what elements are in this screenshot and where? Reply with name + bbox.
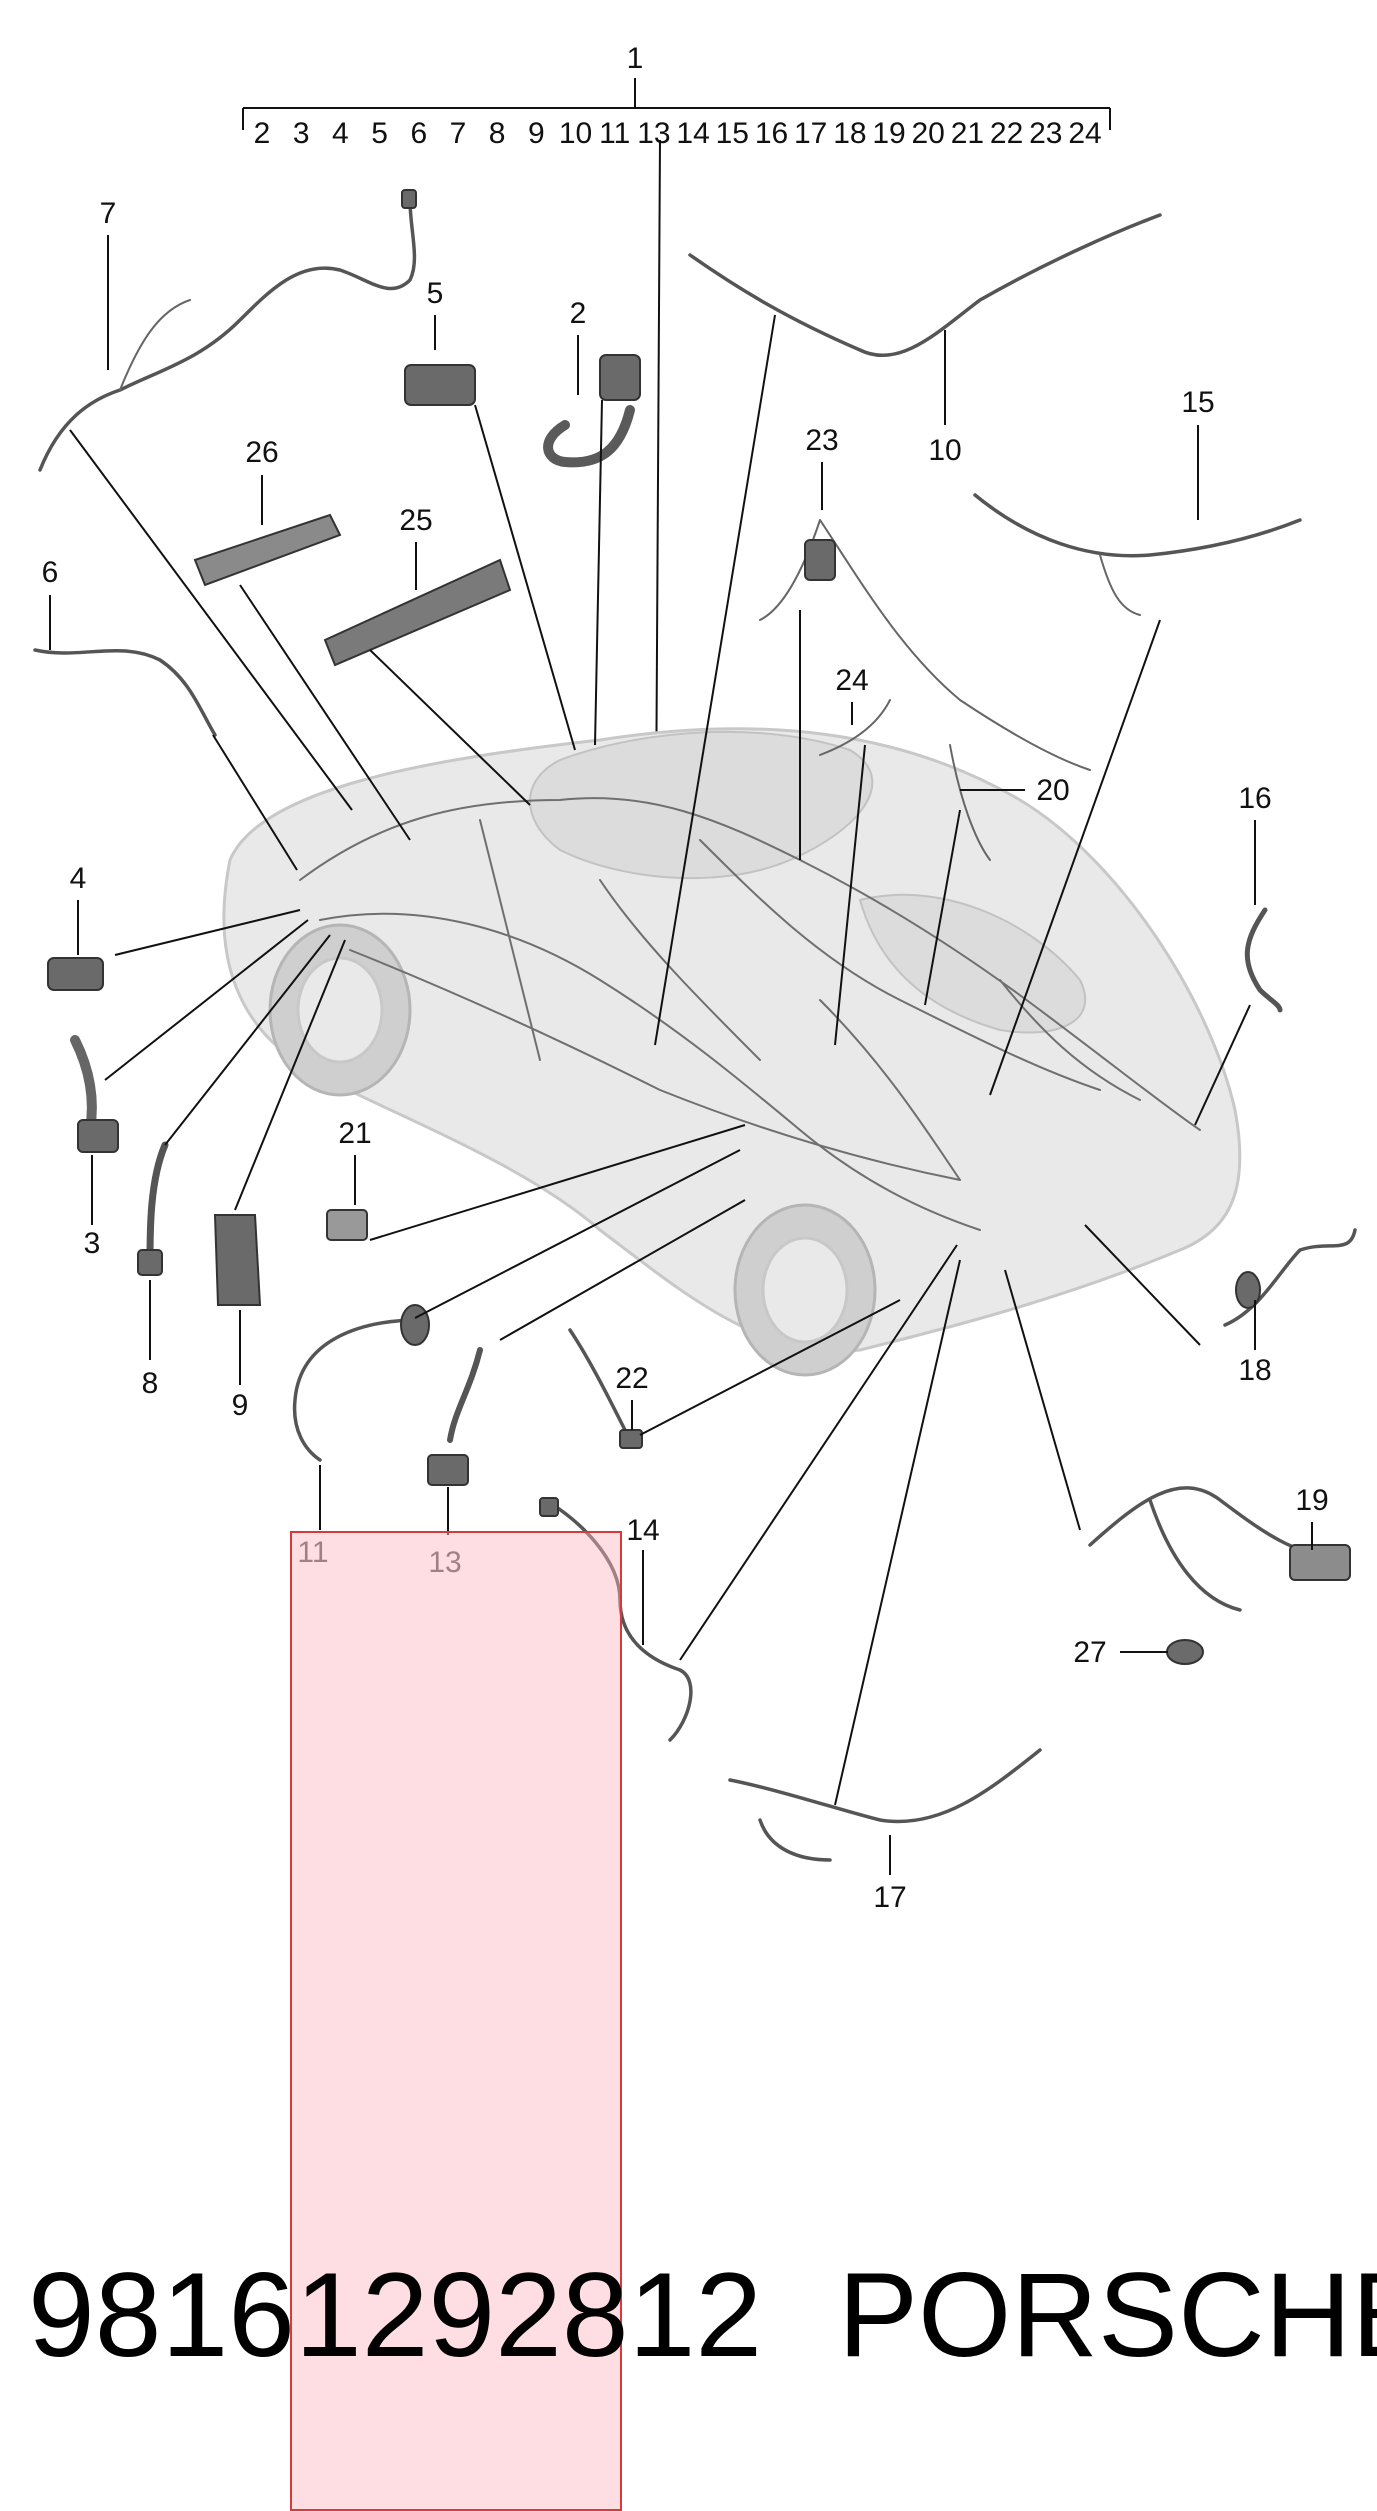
part-8-cable: [137, 1141, 169, 1276]
callout-20: 20: [1036, 774, 1069, 807]
callout-24: 24: [835, 664, 868, 697]
callout-2: 2: [570, 297, 587, 330]
callout-22: 22: [615, 1362, 648, 1395]
part-7-harness: [38, 189, 417, 472]
part-21-clip: [326, 1209, 368, 1241]
sub-callout-16: 16: [755, 117, 788, 150]
callout-8: 8: [142, 1367, 159, 1400]
part-4-sensor: [47, 957, 104, 991]
part-18-harness: [1223, 1228, 1357, 1327]
callout-25: 25: [399, 504, 432, 537]
part-27-clip: [1166, 1639, 1204, 1665]
callout-10: 10: [928, 434, 961, 467]
sub-callout-11: 11: [599, 117, 630, 150]
callout-3: 3: [84, 1227, 101, 1260]
sub-callout-23: 23: [1029, 117, 1062, 150]
callout-16: 16: [1238, 782, 1271, 815]
part-11-cable: [292, 1304, 430, 1462]
leader-lines: [69, 314, 1251, 1806]
sub-callout-19: 19: [872, 117, 905, 150]
sub-callout-22: 22: [990, 117, 1023, 150]
highlight-overlay: [290, 1531, 622, 2511]
part-26-bracket: [193, 513, 342, 587]
part-22-pipe: [568, 1328, 643, 1449]
part-9-connector: [213, 1214, 262, 1306]
sub-callout-18: 18: [833, 117, 866, 150]
part-16-hose: [1244, 907, 1283, 1013]
callout-14: 14: [626, 1514, 659, 1547]
callout-4: 4: [70, 862, 87, 895]
callout-7: 7: [100, 197, 117, 230]
callout-11: 11: [297, 1536, 328, 1569]
part-3-hose: [70, 1035, 119, 1153]
part-13-unit: [427, 1347, 483, 1486]
sub-callout-8: 8: [489, 117, 506, 150]
callout-23: 23: [805, 424, 838, 457]
car-body: [222, 727, 1242, 1377]
sub-callout-21: 21: [951, 117, 984, 150]
sub-callout-2: 2: [254, 117, 271, 150]
sub-callout-5: 5: [371, 117, 388, 150]
sub-callout-13: 13: [637, 117, 670, 150]
callout-19: 19: [1295, 1484, 1328, 1517]
sub-callout-6: 6: [410, 117, 427, 150]
part-14-harness: [539, 1497, 693, 1742]
sub-callout-17: 17: [794, 117, 827, 150]
callout-1: 1: [627, 42, 644, 75]
part-25-bracket: [323, 558, 512, 667]
callout-labels: 7 5 2 26 25 6 4 3 8 9 21 11 13 22 14 10 …: [42, 197, 1329, 1914]
part-15-harness: [973, 493, 1302, 616]
callout-13: 13: [428, 1546, 461, 1579]
callout-26: 26: [245, 436, 278, 469]
part-10-harness: [688, 213, 1162, 357]
sub-callout-24: 24: [1068, 117, 1101, 150]
brand-name: PORSCHE: [838, 2248, 1377, 2382]
sub-callout-9: 9: [528, 117, 545, 150]
sub-callout-7: 7: [450, 117, 467, 150]
sub-callout-20: 20: [912, 117, 945, 150]
callout-27: 27: [1073, 1636, 1106, 1669]
callout-21: 21: [338, 1117, 371, 1150]
callout-17: 17: [873, 1881, 906, 1914]
callout-9: 9: [232, 1389, 249, 1422]
part-2-connector: [543, 354, 641, 468]
part-6-harness: [33, 648, 217, 737]
part-5-sensor: [404, 364, 476, 406]
sub-callout-15: 15: [716, 117, 749, 150]
callout-15: 15: [1181, 386, 1214, 419]
sub-callout-14: 14: [676, 117, 709, 150]
part-23-harness: [759, 519, 1091, 771]
callout-6: 6: [42, 556, 59, 589]
caption: 98161292812 PORSCHE: [0, 2235, 1377, 2435]
part-17-harness: [728, 1748, 1042, 1862]
sub-callout-4: 4: [332, 117, 349, 150]
part-24-cable: [819, 699, 891, 756]
part-20-cable: [949, 744, 991, 861]
callout-5: 5: [427, 277, 444, 310]
part-number: 98161292812: [28, 2248, 763, 2382]
sub-callout-10: 10: [559, 117, 592, 150]
callout-18: 18: [1238, 1354, 1271, 1387]
sub-callout-3: 3: [293, 117, 310, 150]
part-19-harness: [1088, 1486, 1351, 1612]
